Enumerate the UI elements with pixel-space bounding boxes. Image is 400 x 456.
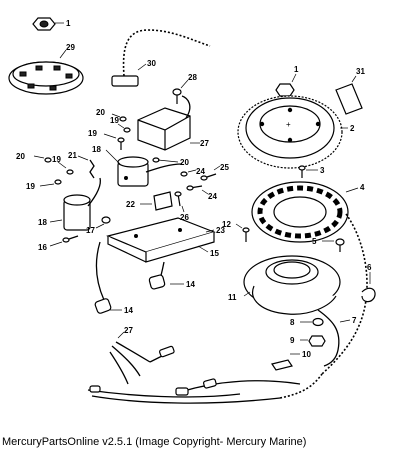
callout-14a: 14 — [124, 306, 133, 315]
callout-10: 10 — [302, 350, 311, 359]
ignition-coil-left-part — [49, 177, 102, 231]
ignition-coil-center-part — [105, 149, 183, 187]
decal-part — [335, 75, 363, 115]
screw-19b-part — [117, 123, 131, 133]
callout-11: 11 — [228, 293, 237, 302]
callout-19a: 19 — [88, 129, 97, 138]
callout-21: 21 — [68, 151, 77, 160]
callout-25: 25 — [220, 163, 229, 172]
callout-5: 5 — [312, 237, 317, 246]
image-caption: MercuryPartsOnline v2.5.1 (Image Copyrig… — [0, 436, 400, 456]
callout-24b: 24 — [208, 192, 217, 201]
callout-15: 15 — [210, 249, 219, 258]
screw-26-part — [174, 191, 185, 213]
screw-5-part — [322, 238, 345, 252]
flywheel-part: + — [237, 95, 348, 169]
wire-lead-7-part — [317, 309, 351, 367]
callout-24a: 24 — [196, 167, 205, 176]
screw-24a-part — [180, 169, 197, 177]
screw-20a-part — [111, 113, 127, 122]
clip-part — [361, 272, 376, 303]
callout-31: 31 — [356, 67, 365, 76]
callout-1: 1 — [66, 19, 71, 28]
screw-24b-part — [186, 185, 209, 195]
screw-19c-part — [39, 179, 62, 187]
callout-6: 6 — [367, 263, 372, 272]
callout-4: 4 — [360, 183, 365, 192]
screw-28-part — [172, 79, 189, 104]
callout-29: 29 — [66, 43, 75, 52]
screw-12-part — [235, 223, 250, 242]
callout-30: 30 — [147, 59, 156, 68]
callout-26: 26 — [180, 213, 189, 222]
screw-20c-part — [33, 155, 52, 163]
callout-19b: 19 — [110, 116, 119, 125]
spark-lead-14a-part — [94, 241, 122, 314]
callout-7: 7 — [352, 316, 357, 325]
trigger-plate-part — [243, 255, 341, 315]
washer-17-part — [95, 216, 111, 229]
screw-25-part — [200, 165, 221, 181]
switch-box-part — [137, 95, 200, 151]
flywheel-nut-part — [275, 73, 297, 97]
spark-lead-14b-part — [148, 261, 184, 290]
callout-19d: 19 — [52, 155, 61, 164]
screw-19d-part — [57, 161, 74, 175]
cable-plug-part — [111, 29, 211, 87]
nut-8-part — [300, 317, 324, 327]
flywheel-cup-part — [8, 49, 84, 95]
clamp-part — [271, 353, 300, 371]
callout-18b: 18 — [38, 218, 47, 227]
small-bracket-part — [140, 191, 173, 211]
callout-22: 22 — [126, 200, 135, 209]
screw-3-part — [298, 165, 318, 178]
terminal-20b-part — [152, 157, 179, 163]
callout-20c: 20 — [16, 152, 25, 161]
callout-18a: 18 — [92, 145, 101, 154]
callout-27b: 27 — [124, 326, 133, 335]
stator-part — [251, 181, 368, 375]
callout-23: 23 — [216, 226, 225, 235]
callout-12: 12 — [222, 220, 231, 229]
callout-20b: 20 — [180, 158, 189, 167]
mounting-bracket-part — [106, 217, 216, 263]
exploded-parts-diagram: 1 29 30 28 27 1 — [8, 17, 376, 404]
callout-20a: 20 — [96, 108, 105, 117]
callout-9: 9 — [290, 336, 295, 345]
callout-2: 2 — [350, 124, 355, 133]
callout-8: 8 — [290, 318, 295, 327]
callout-28: 28 — [188, 73, 197, 82]
callout-17: 17 — [86, 226, 95, 235]
screw-16-part — [49, 235, 79, 247]
callout-3: 3 — [320, 166, 325, 175]
svg-text:+: + — [286, 120, 291, 129]
callout-27a: 27 — [200, 139, 209, 148]
callout-19c: 19 — [26, 182, 35, 191]
wiring-harness-part — [87, 331, 323, 404]
callout-1b: 1 — [294, 65, 299, 74]
nut-9-part — [300, 335, 326, 347]
hex-nut-part — [32, 17, 64, 31]
callout-14b: 14 — [186, 280, 195, 289]
spring-21-part — [77, 155, 95, 179]
callout-16: 16 — [38, 243, 47, 252]
screw-19a-part — [103, 133, 125, 150]
